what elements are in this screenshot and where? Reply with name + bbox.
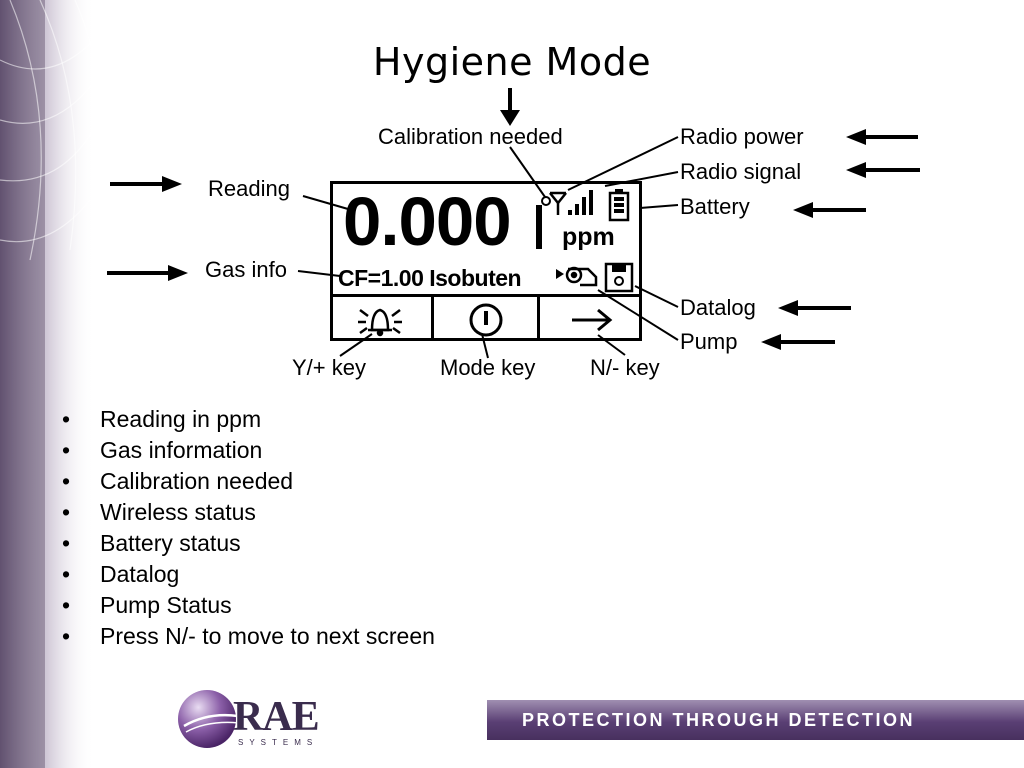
bullet-glyph: • (62, 499, 71, 525)
list-item-text: Wireless status (100, 499, 256, 525)
alarm-bell-icon (358, 308, 402, 337)
pointer-arrow-battery (793, 202, 866, 218)
feature-list: • Reading in ppm • Gas information • Calibr… (62, 404, 435, 652)
bullet-glyph: • (62, 592, 71, 618)
tagline-text: PROTECTION THROUGH DETECTION (522, 710, 915, 730)
radio-antenna-icon (549, 191, 567, 215)
list-item: • Press N/- to move to next screen (62, 621, 435, 652)
pointer-arrow-gas-info (107, 265, 188, 281)
list-item: • Reading in ppm (62, 404, 435, 435)
bullet-glyph: • (62, 406, 71, 432)
list-item: • Datalog (62, 559, 435, 590)
right-arrow-icon (572, 308, 613, 332)
logo-swoosh-icon (183, 713, 238, 733)
list-item-text: Press N/- to move to next screen (100, 623, 435, 649)
bullet-glyph: • (62, 561, 71, 587)
bullet-glyph: • (62, 530, 71, 556)
key-divider-1 (431, 297, 434, 341)
pointer-arrow-radio-signal (846, 162, 920, 178)
unit-label: ppm (562, 223, 615, 251)
pump-icon (565, 266, 598, 287)
list-item-text: Battery status (100, 530, 241, 556)
callout-y-key: Y/+ key (292, 355, 366, 380)
callout-battery: Battery (680, 194, 750, 219)
device-icons (536, 189, 634, 293)
pointer-arrow-radio-power (846, 129, 918, 145)
leader-calibration (509, 146, 546, 198)
list-item-text: Pump Status (100, 592, 232, 618)
leader-gas-info (297, 270, 341, 277)
callout-calibration-needed: Calibration needed (378, 124, 563, 149)
company-logo: RAE SYSTEMS (178, 690, 328, 750)
list-item: • Gas information (62, 435, 435, 466)
datalog-disk-icon (604, 262, 634, 293)
list-item: • Wireless status (62, 497, 435, 528)
battery-icon (608, 189, 630, 222)
calibration-flag-icon (536, 196, 551, 249)
pointer-arrow-datalog (778, 300, 851, 316)
list-item: • Calibration needed (62, 466, 435, 497)
n-minus-key[interactable] (562, 300, 622, 340)
callout-n-key: N/- key (590, 355, 660, 380)
list-item-text: Calibration needed (100, 468, 294, 494)
leader-battery (639, 204, 679, 209)
pump-indicator-arrow-icon (556, 269, 564, 279)
device-display: 0.000 ppm CF=1.00 Isobuten (330, 181, 642, 341)
key-row-divider (330, 294, 642, 297)
gas-info-text: CF=1.00 Isobuten (338, 265, 522, 291)
device-frame (330, 181, 642, 341)
mode-key[interactable] (456, 300, 516, 340)
leader-pump (597, 289, 679, 341)
leader-y-key (339, 333, 373, 357)
list-item: • Pump Status (62, 590, 435, 621)
bullet-glyph: • (62, 437, 71, 463)
callout-mode-key: Mode key (440, 355, 536, 380)
signal-bars-icon (568, 190, 593, 215)
pointer-arrow-reading (110, 176, 182, 192)
callout-radio-signal: Radio signal (680, 159, 802, 184)
callout-lines (107, 88, 920, 359)
callout-datalog: Datalog (680, 295, 756, 320)
list-item: • Battery status (62, 528, 435, 559)
logo-subtitle: SYSTEMS (238, 738, 319, 747)
bullet-glyph: • (62, 468, 71, 494)
y-plus-key[interactable] (350, 300, 410, 340)
list-item-text: Datalog (100, 561, 180, 587)
pointer-arrow-calibration (500, 88, 520, 126)
tagline-bar: PROTECTION THROUGH DETECTION (487, 700, 1024, 740)
callout-gas-info: Gas info (205, 257, 287, 282)
bullet-glyph: • (62, 623, 71, 649)
reading-value: 0.000 (343, 183, 512, 260)
page-title: Hygiene Mode (372, 40, 652, 84)
callout-pump: Pump (680, 329, 738, 354)
key-divider-2 (537, 297, 540, 341)
callout-reading: Reading (208, 176, 290, 201)
callout-radio-power: Radio power (680, 124, 804, 149)
pointer-arrow-pump (761, 334, 835, 350)
leader-datalog (634, 285, 679, 308)
logo-globe-icon (178, 690, 236, 748)
power-icon (469, 303, 503, 337)
list-item-text: Reading in ppm (100, 406, 262, 432)
leader-reading (302, 195, 349, 210)
list-item-text: Gas information (100, 437, 263, 463)
logo-wordmark: RAE (233, 694, 320, 740)
